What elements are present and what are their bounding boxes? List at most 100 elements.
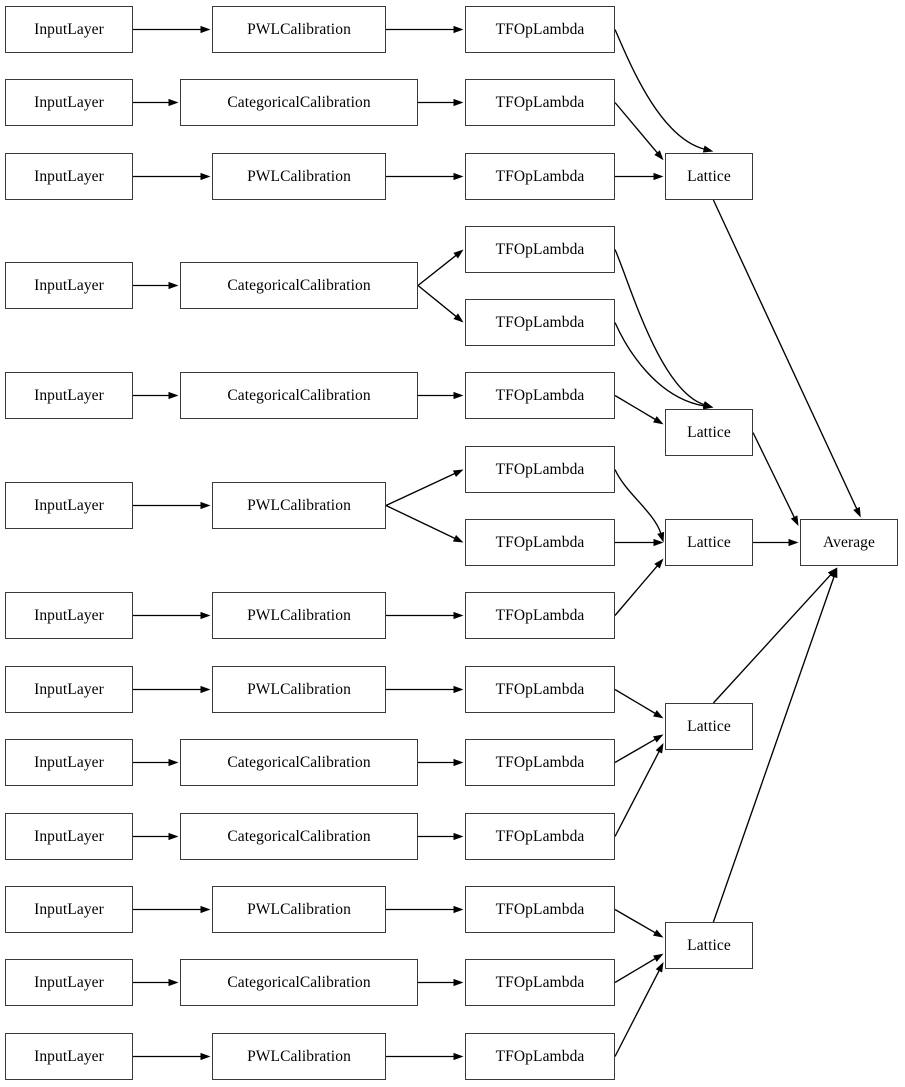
node-in12[interactable]: InputLayer <box>5 959 133 1006</box>
node-label: PWLCalibration <box>247 900 351 918</box>
edge-arrowhead <box>452 534 464 543</box>
node-in11[interactable]: InputLayer <box>5 886 133 933</box>
node-cal4[interactable]: CategoricalCalibration <box>180 262 418 309</box>
node-label: PWLCalibration <box>247 1047 351 1065</box>
node-in10[interactable]: InputLayer <box>5 813 133 860</box>
edge-lam10-to-lat4 <box>614 688 664 719</box>
node-in13[interactable]: InputLayer <box>5 1033 133 1080</box>
edge-arrowhead <box>200 501 211 510</box>
edge-lat2-to-avg <box>752 432 799 526</box>
edge-arrowhead <box>200 685 211 694</box>
node-lam1[interactable]: TFOpLambda <box>465 6 615 53</box>
node-in3[interactable]: InputLayer <box>5 153 133 200</box>
node-in7[interactable]: InputLayer <box>5 592 133 639</box>
edge-in9-to-cal9 <box>133 758 179 767</box>
node-lam10[interactable]: TFOpLambda <box>465 666 615 713</box>
node-cal3[interactable]: PWLCalibration <box>212 153 386 200</box>
edge-in4-to-cal4 <box>133 281 179 290</box>
node-lat1[interactable]: Lattice <box>665 153 753 200</box>
node-label: TFOpLambda <box>495 680 585 698</box>
node-avg[interactable]: Average <box>800 519 898 566</box>
edge-arrowhead <box>452 469 464 477</box>
edge-arrowhead <box>657 531 665 543</box>
edge-arrowhead <box>453 391 464 400</box>
node-lam9[interactable]: TFOpLambda <box>465 592 615 639</box>
node-lam6[interactable]: TFOpLambda <box>465 372 615 419</box>
node-cal8[interactable]: PWLCalibration <box>212 666 386 713</box>
node-label: TFOpLambda <box>495 93 585 111</box>
node-label: CategoricalCalibration <box>227 386 371 404</box>
node-cal1[interactable]: PWLCalibration <box>212 6 386 53</box>
edge-arrowhead <box>655 743 664 754</box>
node-lam14[interactable]: TFOpLambda <box>465 959 615 1006</box>
node-label: InputLayer <box>34 276 104 294</box>
edge-arrowhead <box>453 1052 464 1061</box>
node-lam2[interactable]: TFOpLambda <box>465 79 615 126</box>
node-cal13[interactable]: PWLCalibration <box>212 1033 386 1080</box>
edge-arrowhead <box>790 515 799 526</box>
node-cal10[interactable]: CategoricalCalibration <box>180 813 418 860</box>
node-label: Lattice <box>687 423 731 441</box>
edge-arrowhead <box>200 905 211 914</box>
edge-lam12-to-lat4 <box>614 743 664 837</box>
node-lam5[interactable]: TFOpLambda <box>465 299 615 346</box>
node-lat4[interactable]: Lattice <box>665 703 753 750</box>
node-lat3[interactable]: Lattice <box>665 519 753 566</box>
edge-arrowhead <box>200 25 211 34</box>
edge-arrowhead <box>453 832 464 841</box>
node-cal9[interactable]: CategoricalCalibration <box>180 739 418 786</box>
edge-arrowhead <box>453 98 464 107</box>
node-in6[interactable]: InputLayer <box>5 482 133 529</box>
edge-arrowhead <box>200 172 211 181</box>
edge-lam8-to-lat3 <box>615 538 664 547</box>
node-cal12[interactable]: CategoricalCalibration <box>180 959 418 1006</box>
node-lam7[interactable]: TFOpLambda <box>465 446 615 493</box>
edge-cal13-to-lam15 <box>386 1052 464 1061</box>
edge-cal10-to-lam12 <box>418 832 464 841</box>
edge-arrowhead <box>168 98 179 107</box>
node-cal5[interactable]: CategoricalCalibration <box>180 372 418 419</box>
edge-lam2-to-lat1 <box>614 102 664 161</box>
node-in2[interactable]: InputLayer <box>5 79 133 126</box>
node-label: Lattice <box>687 533 731 551</box>
node-lam15[interactable]: TFOpLambda <box>465 1033 615 1080</box>
node-in9[interactable]: InputLayer <box>5 739 133 786</box>
edge-arrowhead <box>453 905 464 914</box>
node-in1[interactable]: InputLayer <box>5 6 133 53</box>
node-cal7[interactable]: PWLCalibration <box>212 592 386 639</box>
edge-arrowhead <box>655 962 664 973</box>
node-label: TFOpLambda <box>495 973 585 991</box>
edge-lam1-to-lat1 <box>614 29 714 153</box>
edge-cal11-to-lam13 <box>386 905 464 914</box>
edge-cal6-to-lam8 <box>385 504 464 543</box>
node-label: CategoricalCalibration <box>227 753 371 771</box>
node-label: PWLCalibration <box>247 167 351 185</box>
edge-in6-to-cal6 <box>133 501 211 510</box>
node-label: InputLayer <box>34 167 104 185</box>
node-in4[interactable]: InputLayer <box>5 262 133 309</box>
node-label: InputLayer <box>34 827 104 845</box>
node-lam12[interactable]: TFOpLambda <box>465 813 615 860</box>
node-label: InputLayer <box>34 496 104 514</box>
node-cal2[interactable]: CategoricalCalibration <box>180 79 418 126</box>
edge-in7-to-cal7 <box>133 611 211 620</box>
edge-arrowhead <box>200 1052 211 1061</box>
node-lat5[interactable]: Lattice <box>665 922 753 969</box>
edge-arrowhead <box>653 538 664 547</box>
edge-lam11-to-lat4 <box>614 734 664 764</box>
node-lat2[interactable]: Lattice <box>665 409 753 456</box>
edge-lam7-to-lat3 <box>614 469 665 543</box>
node-lam4[interactable]: TFOpLambda <box>465 226 615 273</box>
node-lam8[interactable]: TFOpLambda <box>465 519 615 566</box>
node-lam3[interactable]: TFOpLambda <box>465 153 615 200</box>
node-label: InputLayer <box>34 93 104 111</box>
node-lam11[interactable]: TFOpLambda <box>465 739 615 786</box>
node-lam13[interactable]: TFOpLambda <box>465 886 615 933</box>
node-cal6[interactable]: PWLCalibration <box>212 482 386 529</box>
node-in8[interactable]: InputLayer <box>5 666 133 713</box>
node-in5[interactable]: InputLayer <box>5 372 133 419</box>
node-label: TFOpLambda <box>495 240 585 258</box>
node-cal11[interactable]: PWLCalibration <box>212 886 386 933</box>
edge-arrowhead <box>453 611 464 620</box>
edge-arrowhead <box>653 953 664 962</box>
